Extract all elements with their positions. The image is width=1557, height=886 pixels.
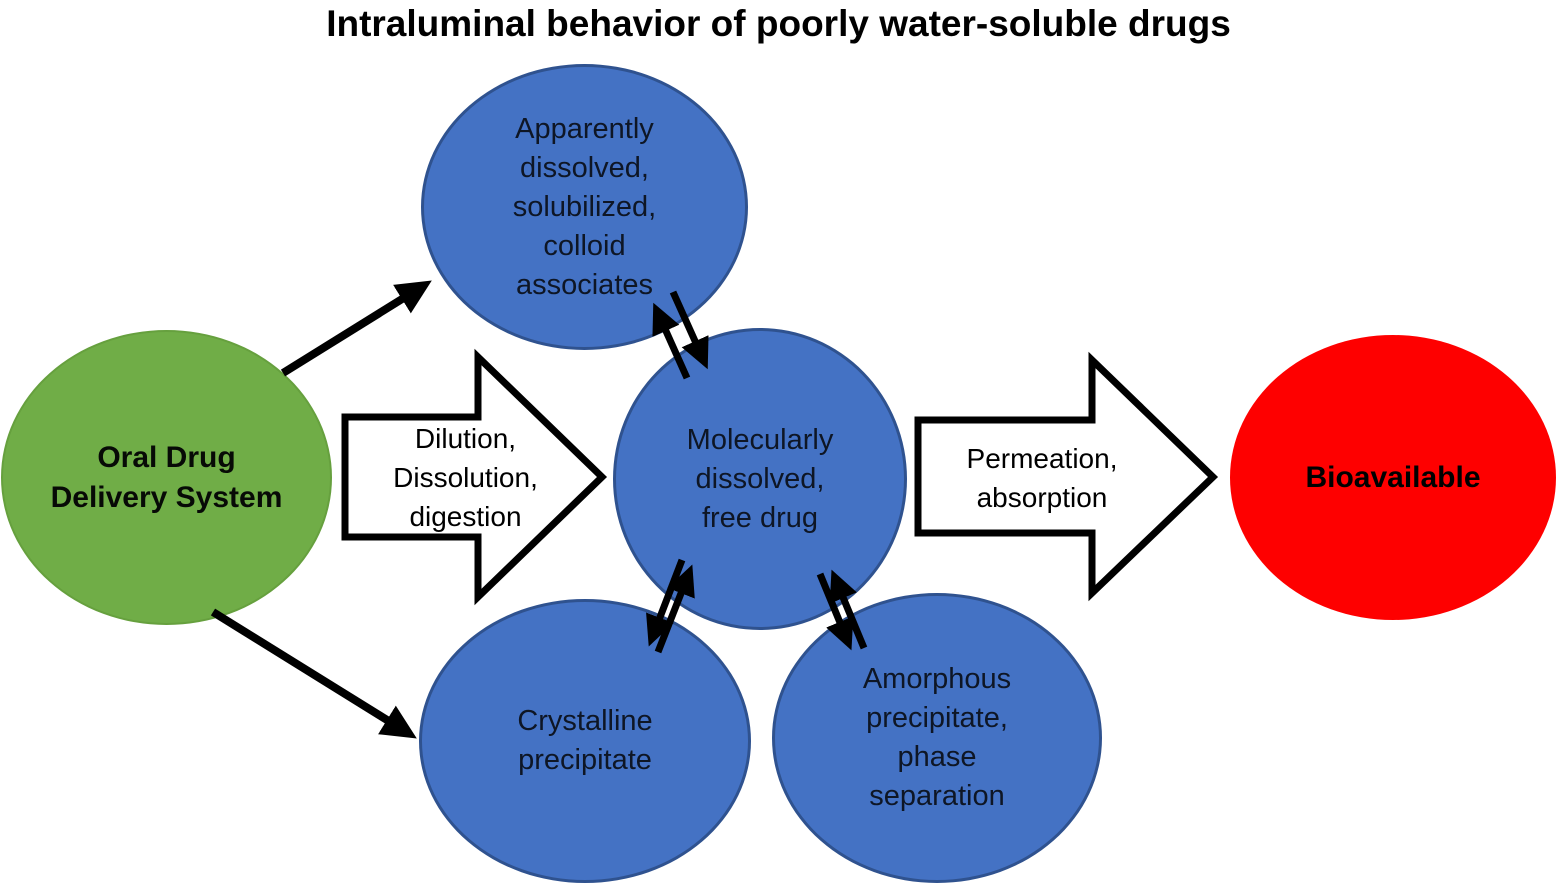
- arrow-oral-to-crystalline-precipitate: [210, 608, 417, 739]
- node-oral-drug-delivery-system-label: Oral Drug Delivery System: [50, 440, 283, 514]
- node-bioavailable-label: Bioavailable: [1305, 460, 1481, 494]
- diagram-title: Intraluminal behavior of poorly water-so…: [326, 3, 1231, 44]
- arrow-oral-to-apparently-dissolved: [280, 280, 432, 377]
- block-arrow-permeation-label: Permeation, absorption: [922, 424, 1162, 532]
- node-amorphous-precipitate: Amorphous precipitate, phase separation: [772, 593, 1102, 883]
- node-amorphous-precipitate-label: Amorphous precipitate, phase separation: [862, 663, 1012, 812]
- node-bioavailable: Bioavailable: [1230, 335, 1556, 620]
- node-crystalline-precipitate-label: Crystalline precipitate: [517, 705, 653, 776]
- node-oral-drug-delivery-system: Oral Drug Delivery System: [1, 330, 332, 625]
- node-molecularly-dissolved: Molecularly dissolved, free drug: [613, 328, 907, 630]
- node-crystalline-precipitate: Crystalline precipitate: [419, 599, 751, 883]
- node-apparently-dissolved-label: Apparently dissolved, solubilized, collo…: [512, 112, 657, 301]
- permeation-label-text: Permeation, absorption: [966, 443, 1118, 513]
- node-apparently-dissolved: Apparently dissolved, solubilized, collo…: [421, 64, 748, 350]
- block-arrow-dilution-label: Dilution, Dissolution, digestion: [348, 413, 583, 541]
- dilution-label-text: Dilution, Dissolution, digestion: [393, 422, 538, 532]
- node-molecularly-dissolved-label: Molecularly dissolved, free drug: [686, 423, 834, 534]
